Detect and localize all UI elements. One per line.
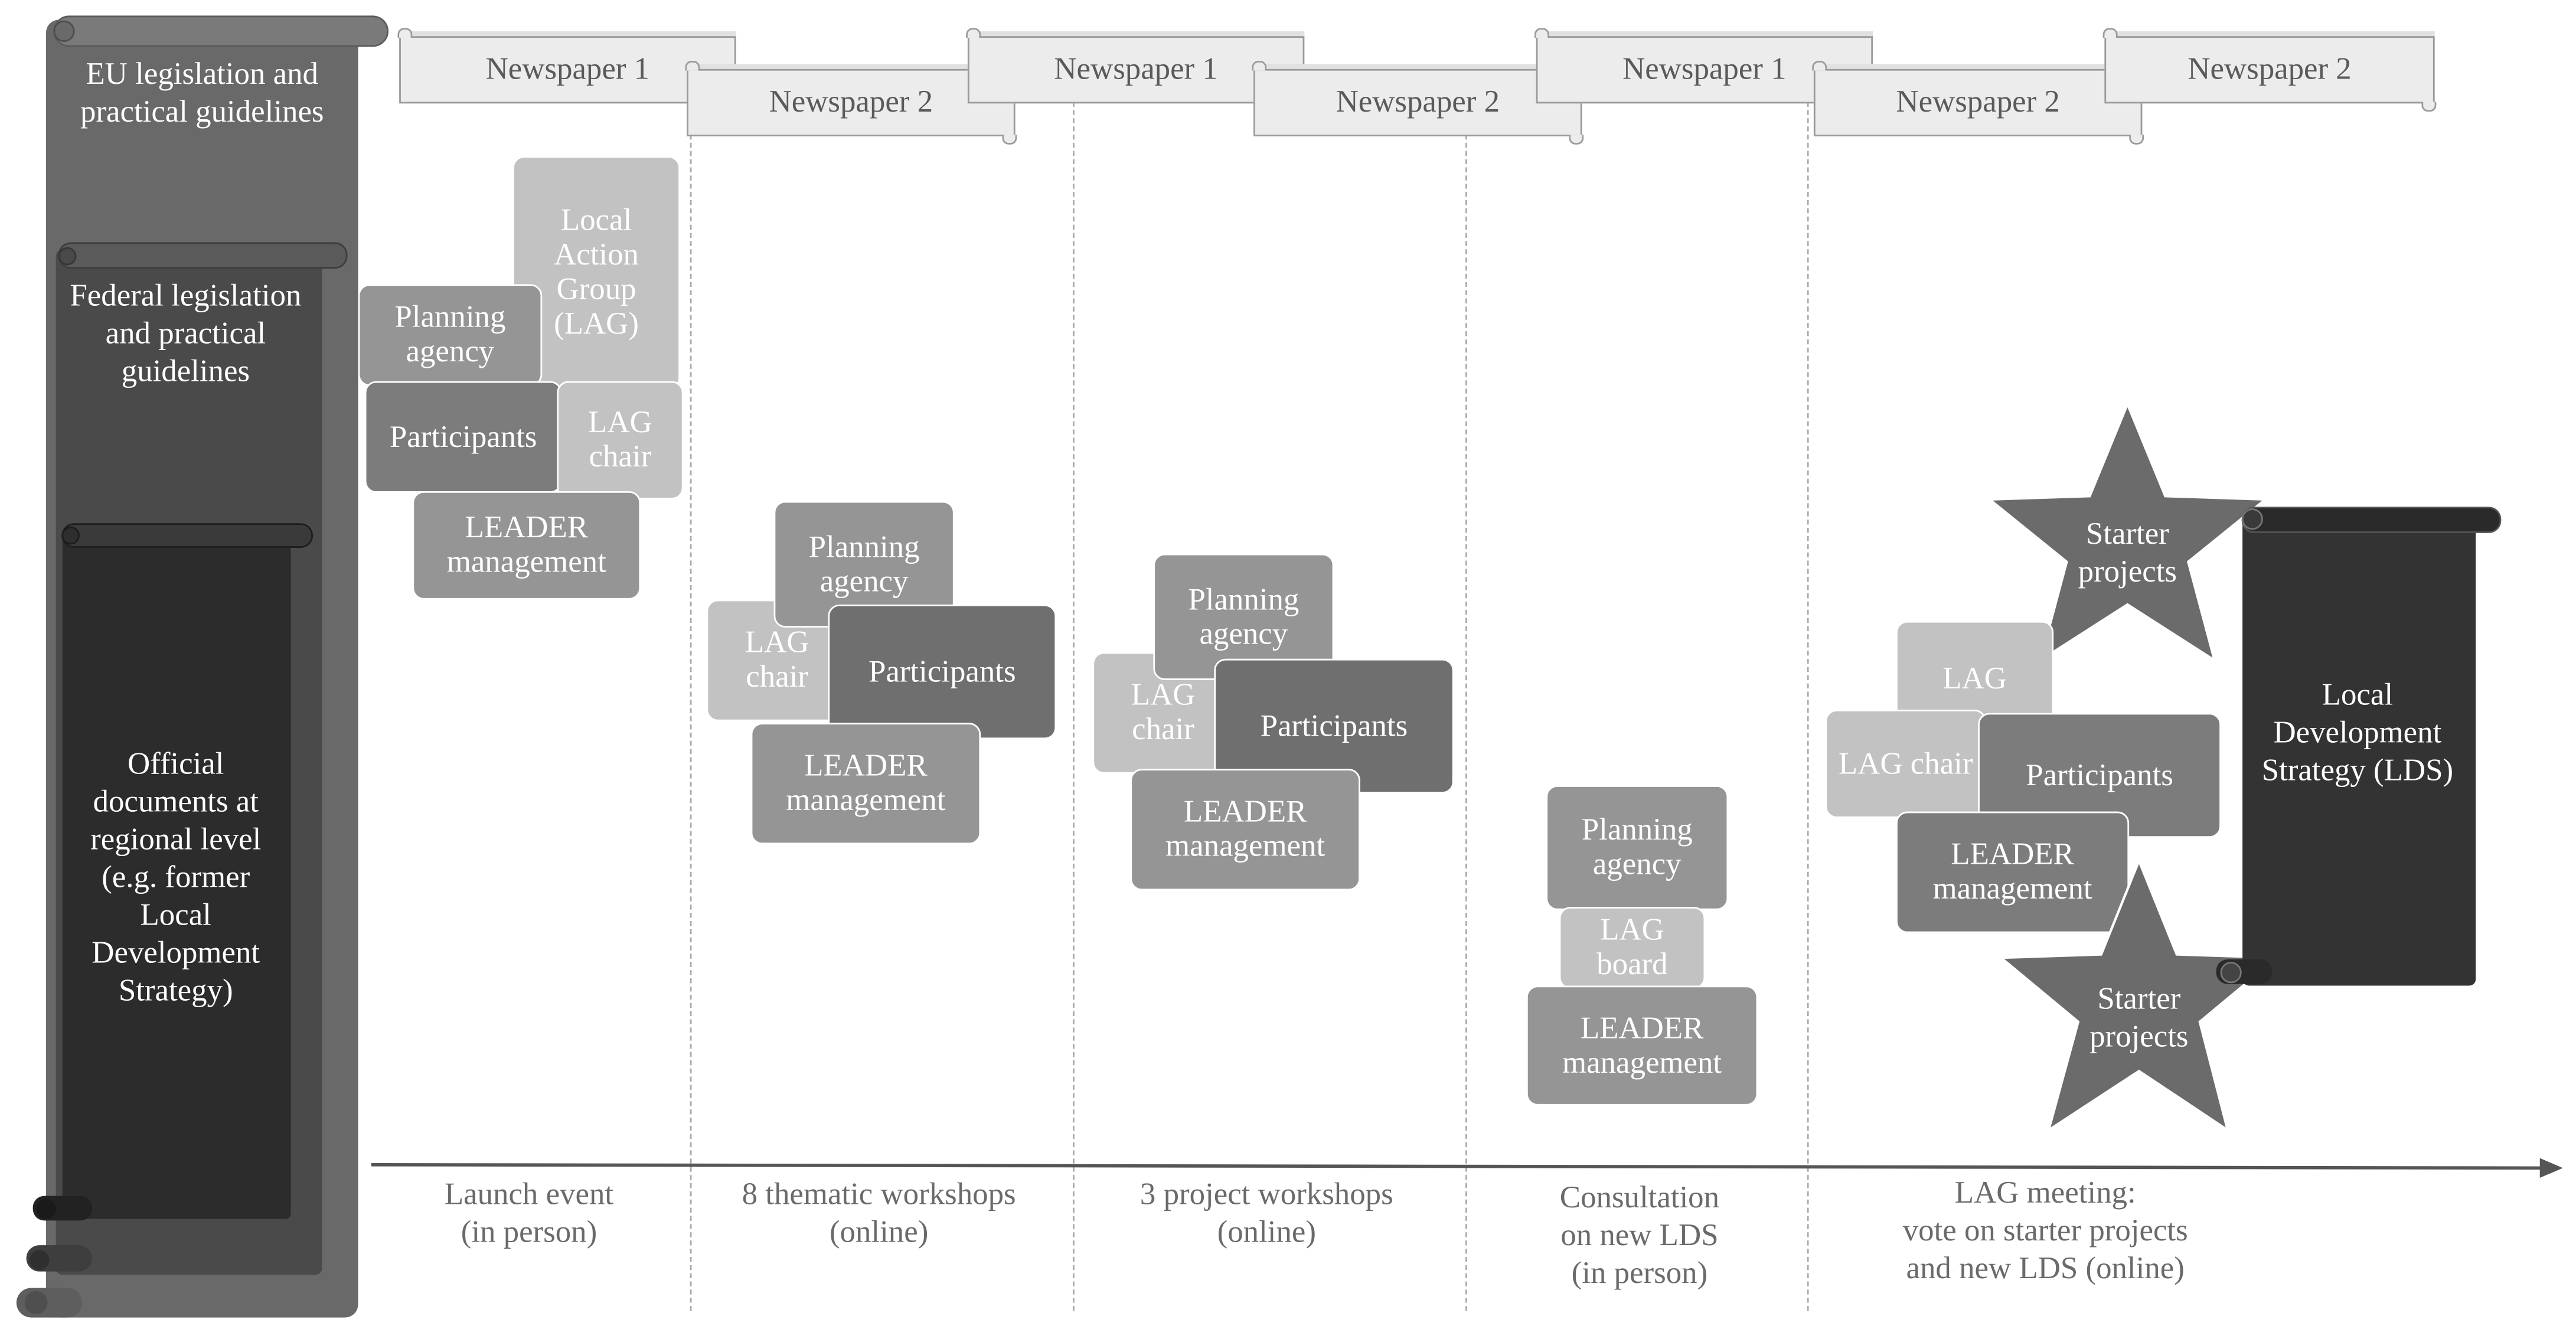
phase-label-launch: Launch event(in person)	[444, 1178, 614, 1250]
leader-management-box: LEADER management	[1526, 985, 1758, 1106]
federal-legislation-label: Federal legislation and practical guidel…	[70, 279, 302, 390]
participants-box: Participants	[828, 604, 1057, 740]
phase-divider	[1072, 102, 1075, 1311]
newspaper-banner: Newspaper 2	[1812, 60, 2144, 145]
phase-divider	[690, 102, 692, 1311]
official-documents-label: Official documents at regional level (e.…	[90, 747, 262, 1009]
planning-agency-box: Planning agency	[1546, 785, 1729, 910]
lds-label: Local Development Strategy (LDS)	[2261, 678, 2454, 789]
newspaper-banner: Newspaper 2	[685, 60, 1017, 145]
phase-label-thematic: 8 thematic workshops(online)	[742, 1178, 1016, 1250]
phase-divider	[1465, 102, 1467, 1311]
timeline-arrow	[371, 1158, 2563, 1178]
document-scrolls	[16, 15, 389, 1318]
leader-management-box: LEADER management	[750, 723, 981, 845]
lag-box: Local Action Group (LAG)	[512, 156, 680, 390]
newspaper-banner: Newspaper 2	[1252, 60, 1584, 145]
lag-chair-box: LAG chair	[557, 381, 684, 499]
participants-box: Participants	[364, 381, 562, 493]
newspaper-banner: Newspaper 1	[397, 28, 738, 112]
star-icon	[1986, 401, 2269, 664]
newspaper-banner: Newspaper 2	[2102, 28, 2437, 112]
newspaper-banner: Newspaper 1	[966, 28, 1307, 112]
lag-board-box: LAG board	[1559, 906, 1706, 989]
leader-management-box: LEADER management	[412, 491, 641, 600]
phase-divider	[1807, 102, 1809, 1311]
starter-projects-label: Starter projects	[2078, 517, 2177, 590]
leader-management-box: LEADER management	[1896, 811, 2130, 933]
leader-management-box: LEADER management	[1130, 769, 1360, 891]
lds-scroll	[2216, 507, 2502, 986]
phase-label-project: 3 project workshops(online)	[1140, 1178, 1393, 1250]
eu-legislation-label: EU legislation and practical guidelines	[80, 57, 324, 130]
planning-agency-box: Planning agency	[358, 284, 543, 386]
lag-chair-box: LAG chair	[1825, 710, 1987, 818]
starter-projects-label: Starter projects	[2089, 982, 2189, 1055]
